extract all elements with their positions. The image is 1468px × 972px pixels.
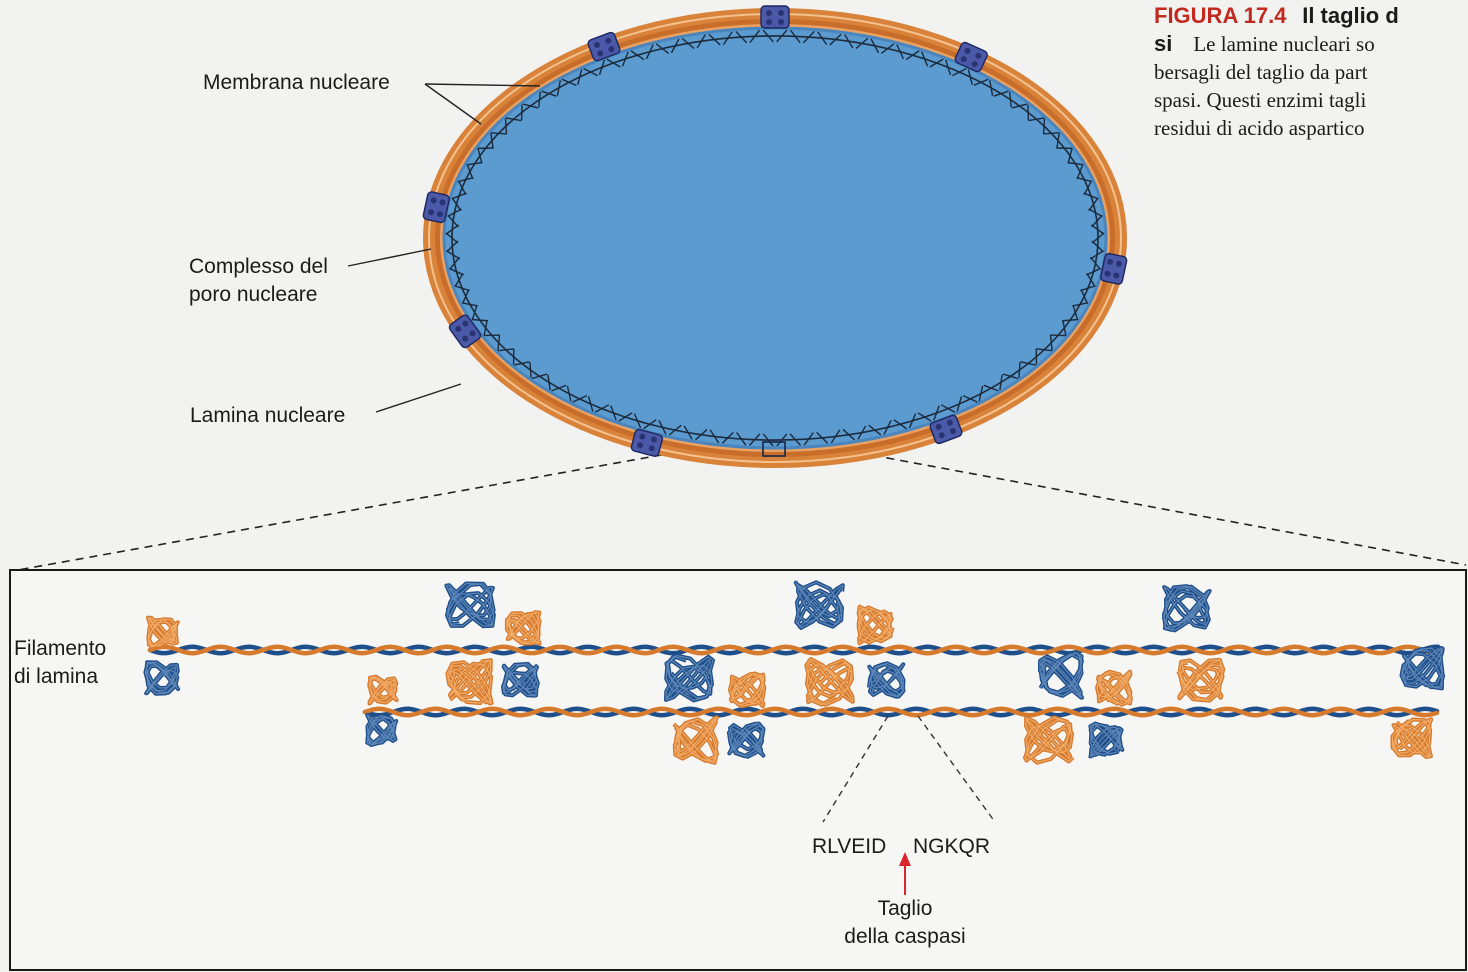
label-pore-complex-2: poro nucleare	[189, 282, 317, 308]
figure-title-end: si	[1154, 31, 1172, 56]
nuclear-pore-complex	[761, 6, 789, 28]
lamin-zoom-panel	[10, 570, 1466, 970]
sequence-left: RLVEID	[812, 834, 886, 860]
lamin-globule-orange	[1392, 719, 1431, 757]
label-lamin-filament-1: Filamento	[14, 636, 106, 662]
caption-line-1: Le lamine nucleari so	[1193, 32, 1374, 56]
figure-title: Il taglio d	[1302, 3, 1399, 28]
label-cleavage-1: Taglio	[805, 896, 1005, 922]
lamin-globule-orange	[148, 618, 178, 647]
lamin-globule-blue	[367, 715, 396, 745]
caption-line-2: bersagli del taglio da part	[1154, 58, 1468, 86]
lamin-globule-orange	[1097, 672, 1131, 705]
label-nuclear-lamina: Lamina nucleare	[190, 403, 345, 429]
lamin-globule-orange	[369, 677, 396, 704]
label-nuclear-membrane: Membrana nucleare	[203, 70, 390, 96]
sequence-right: NGKQR	[913, 834, 990, 860]
label-cleavage-2: della caspasi	[805, 924, 1005, 950]
label-lamin-filament-2: di lamina	[14, 664, 98, 690]
figure-number: FIGURA 17.4	[1154, 3, 1286, 28]
lamin-globule-orange	[447, 660, 491, 703]
caption-line-3: spasi. Questi enzimi tagli	[1154, 86, 1468, 114]
label-pore-complex-1: Complesso del	[189, 254, 328, 280]
lamin-globule-blue	[796, 582, 843, 628]
lamin-globule-orange	[806, 659, 853, 705]
lamin-globule-orange	[507, 612, 540, 643]
caption-line-4: residui di acido aspartico	[1154, 114, 1468, 142]
lamin-globule-orange	[730, 673, 764, 706]
nucleoplasm	[444, 28, 1106, 448]
nucleus	[423, 6, 1128, 468]
lamin-globule-blue	[145, 662, 178, 694]
lamin-globule-blue	[1090, 724, 1122, 757]
figure-caption: FIGURA 17.4 Il taglio d si Le lamine nuc…	[1154, 2, 1468, 142]
